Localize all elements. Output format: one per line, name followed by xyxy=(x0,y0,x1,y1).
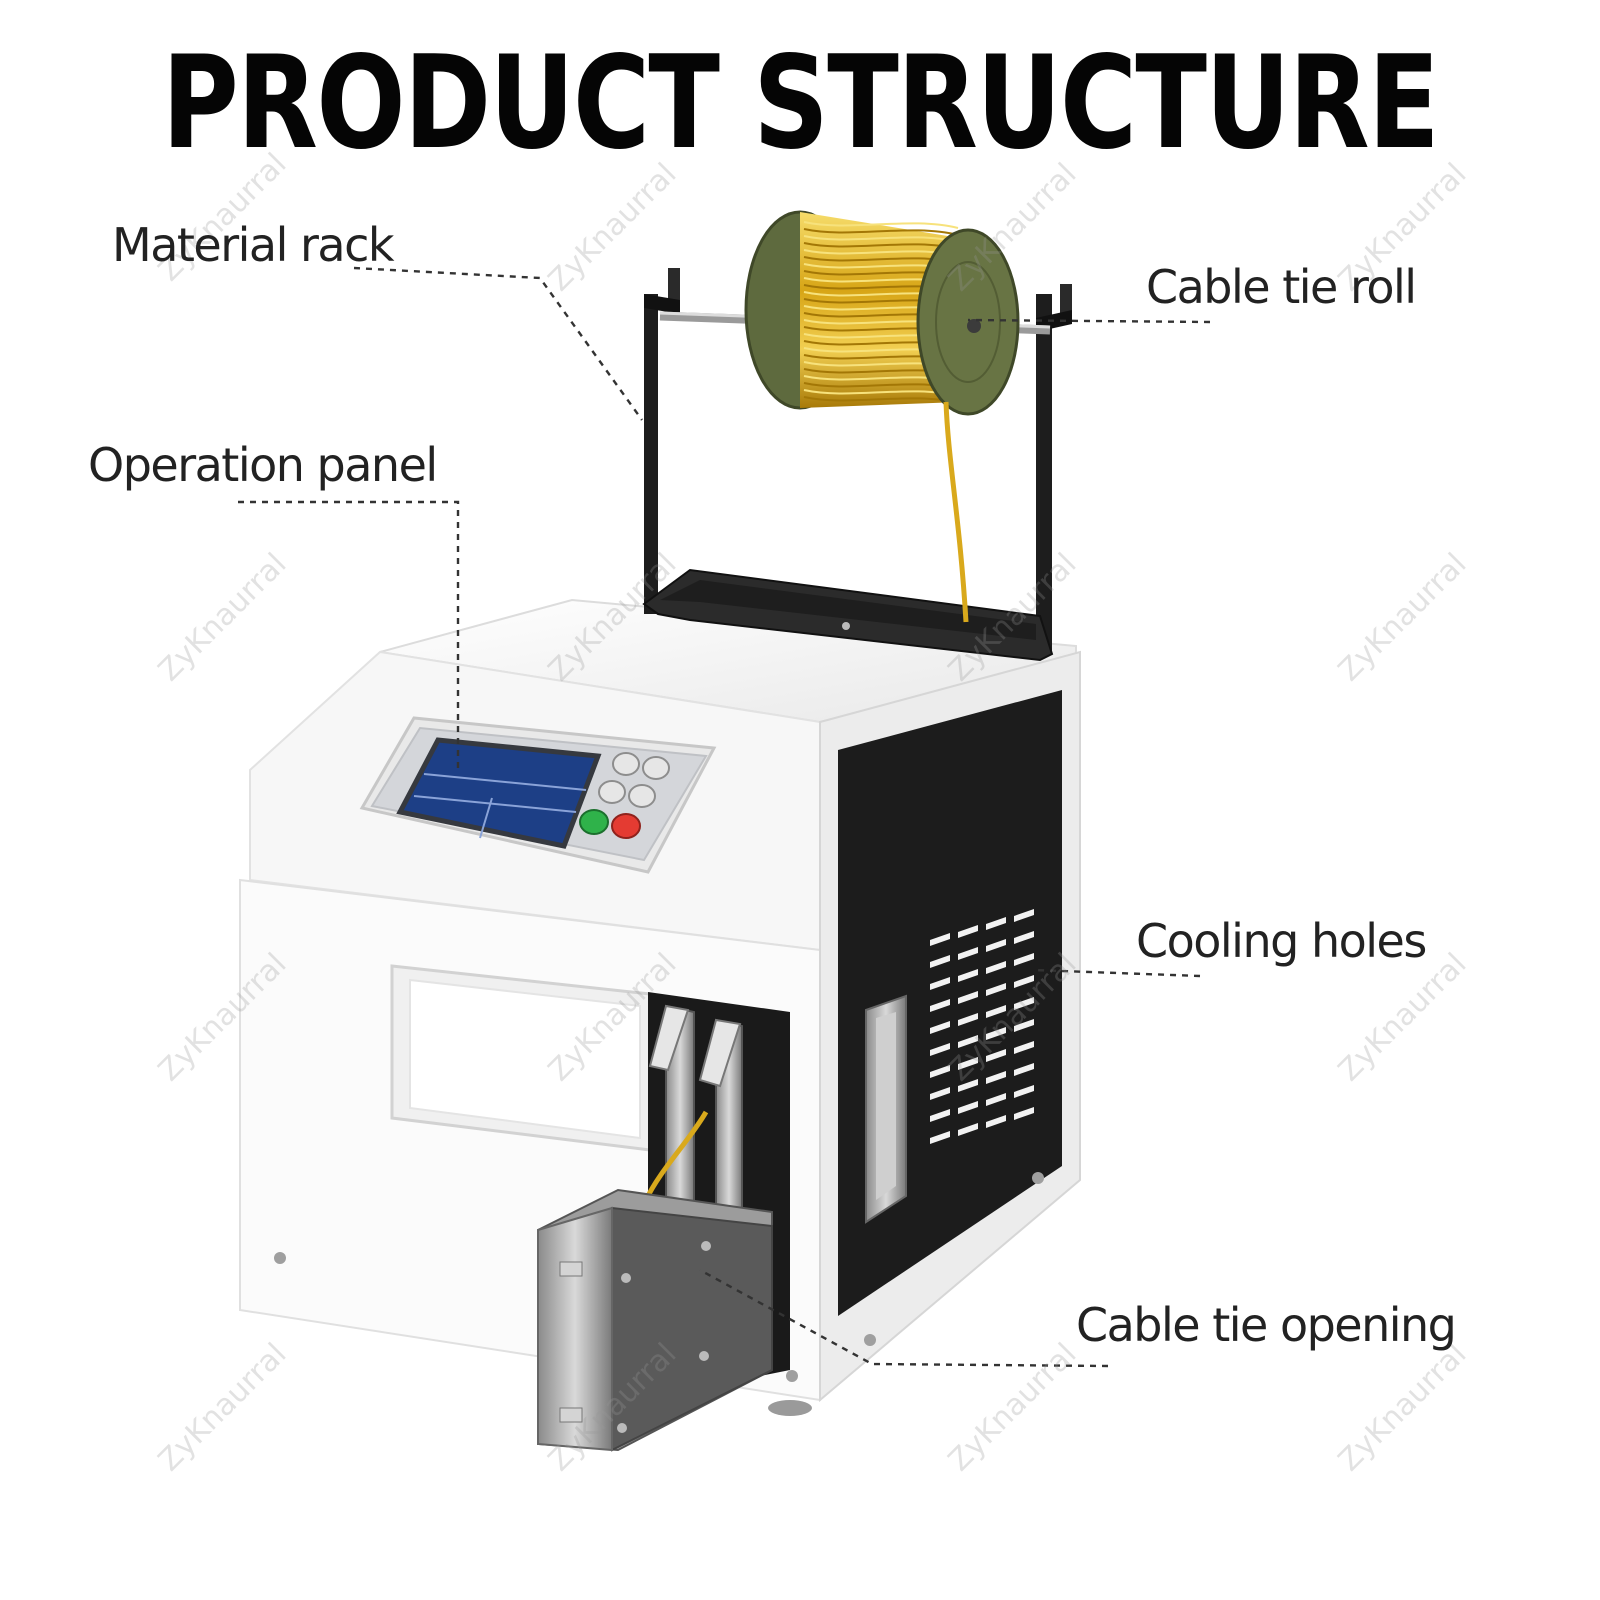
cooling-hole xyxy=(1014,975,1034,988)
cooling-hole xyxy=(958,1101,978,1114)
cooling-hole xyxy=(986,983,1006,996)
cooling-hole xyxy=(986,917,1006,930)
page-title: PRODUCT STRUCTURE xyxy=(161,29,1440,178)
side-handle xyxy=(865,994,907,1224)
leader-lines xyxy=(238,266,1211,1368)
stop-button xyxy=(611,813,641,839)
cooling-hole xyxy=(986,1093,1006,1106)
cooling-hole xyxy=(1014,1085,1034,1098)
cooling-hole xyxy=(930,999,950,1012)
leader-operation-panel xyxy=(238,500,460,770)
leader-cooling-holes xyxy=(1033,968,1201,978)
cooling-hole xyxy=(930,933,950,946)
cooling-hole xyxy=(986,939,1006,952)
label-cable-tie-roll: Cable tie roll xyxy=(1146,260,1417,314)
wire-winding xyxy=(803,235,959,243)
cooling-hole xyxy=(958,1013,978,1026)
leader-material-rack xyxy=(353,266,643,421)
cooling-hole xyxy=(1014,909,1034,922)
cooling-hole xyxy=(958,947,978,960)
operation-panel xyxy=(359,716,717,874)
cable-tie-roll xyxy=(744,210,1020,623)
cooling-hole xyxy=(1014,1063,1034,1076)
cooling-hole xyxy=(958,1057,978,1070)
cooling-hole xyxy=(986,1005,1006,1018)
lcd-screen xyxy=(396,737,602,849)
cooling-hole xyxy=(986,1049,1006,1062)
spool-front-flange xyxy=(916,228,1020,416)
cooling-hole xyxy=(1014,931,1034,944)
cooling-hole xyxy=(1014,997,1034,1010)
cooling-hole xyxy=(930,1065,950,1078)
cooling-hole xyxy=(986,1027,1006,1040)
cooling-hole xyxy=(986,961,1006,974)
material-rack xyxy=(642,268,1072,662)
leader-cable-tie-roll xyxy=(967,318,1211,324)
label-cooling-holes: Cooling holes xyxy=(1136,914,1427,968)
cooling-hole xyxy=(958,925,978,938)
cooling-hole xyxy=(1014,1019,1034,1032)
cooling-vents xyxy=(930,909,1034,1144)
cooling-hole xyxy=(958,969,978,982)
wire-winding xyxy=(803,228,959,236)
cooling-hole xyxy=(986,1071,1006,1084)
cooling-hole xyxy=(958,1079,978,1092)
start-button xyxy=(579,809,609,835)
cooling-hole xyxy=(1014,1107,1034,1120)
label-operation-panel: Operation panel xyxy=(88,438,438,492)
cooling-hole xyxy=(958,1123,978,1136)
label-material-rack: Material rack xyxy=(112,218,395,272)
cooling-hole xyxy=(958,1035,978,1048)
cooling-hole xyxy=(958,991,978,1004)
cooling-hole xyxy=(930,1043,950,1056)
cooling-hole xyxy=(930,1109,950,1122)
cooling-hole xyxy=(930,1087,950,1100)
cooling-hole xyxy=(930,977,950,990)
cooling-hole xyxy=(930,955,950,968)
cooling-hole xyxy=(930,1131,950,1144)
cooling-hole xyxy=(1014,953,1034,966)
cable-tie-head xyxy=(537,992,790,1452)
cooling-hole xyxy=(930,1021,950,1034)
cooling-hole xyxy=(986,1115,1006,1128)
wire-winding xyxy=(803,221,959,229)
label-cable-tie-opening: Cable tie opening xyxy=(1076,1298,1457,1352)
cooling-hole xyxy=(1014,1041,1034,1054)
